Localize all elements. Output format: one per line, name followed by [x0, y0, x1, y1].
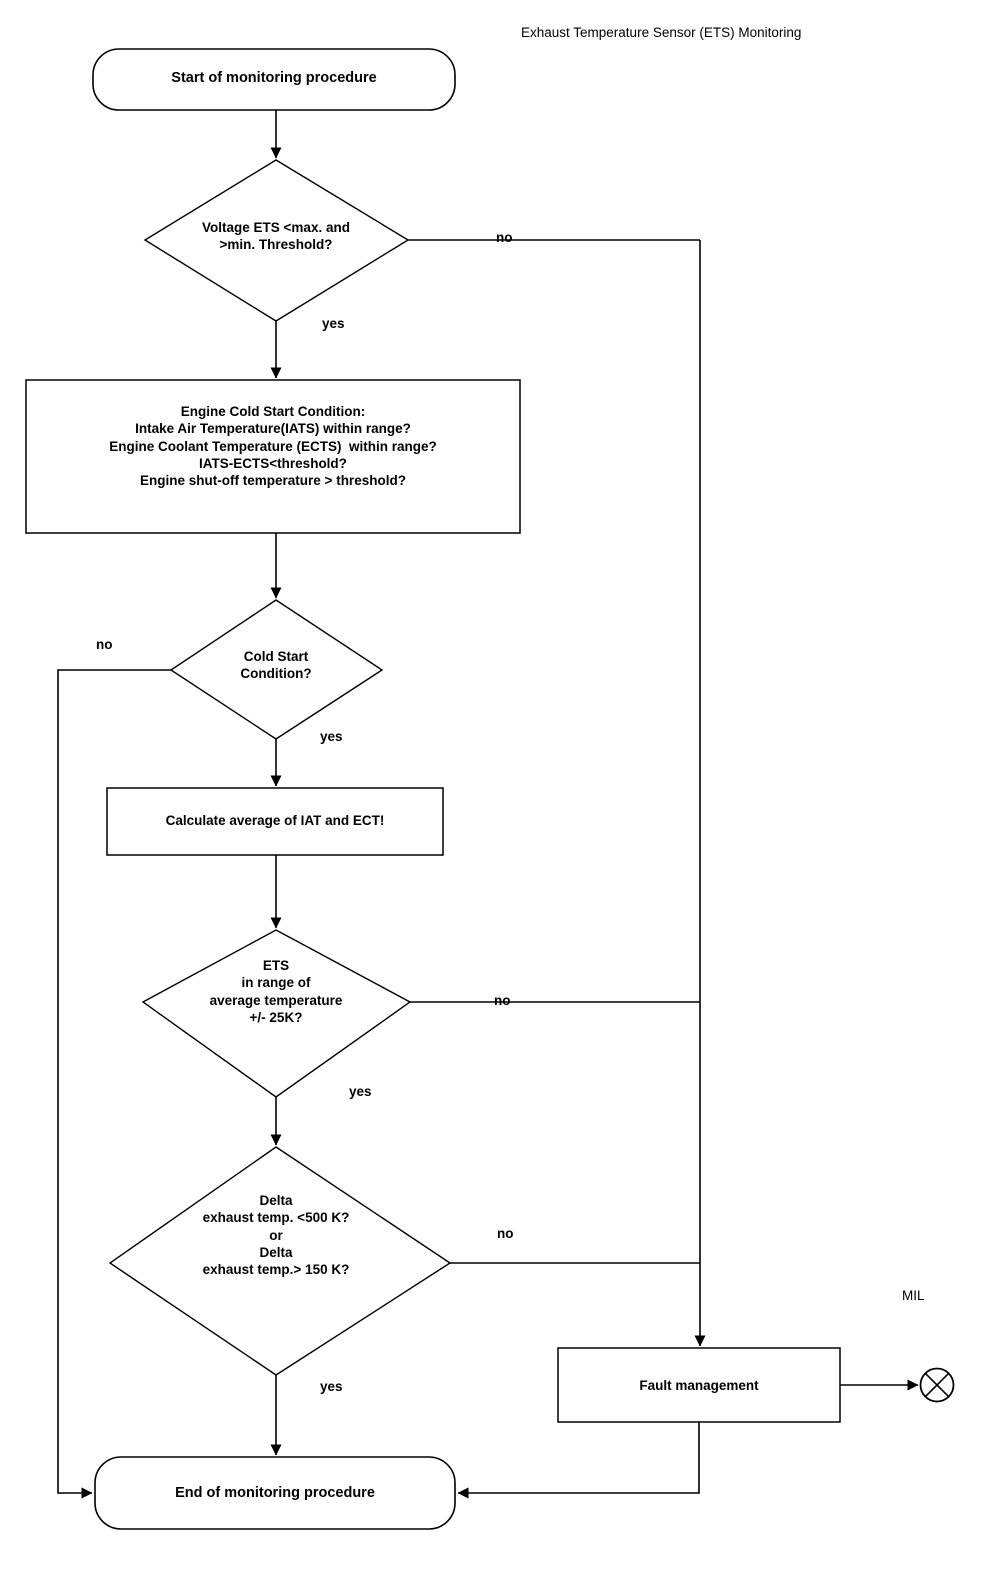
node-cold-start-box-line2: Intake Air Temperature(IATS) within rang… — [135, 421, 411, 437]
node-fault-management-shape — [557, 1347, 841, 1423]
node-cold-start-decision-line2: Condition? — [240, 666, 312, 682]
mil-indicator-icon — [919, 1367, 955, 1403]
edge-label-ets-no: no — [494, 993, 511, 1008]
edge-label-voltage-yes: yes — [322, 316, 345, 331]
node-end-shape — [94, 1456, 456, 1530]
edge-fault-to-end — [457, 1422, 700, 1499]
node-delta-check-line4: Delta — [259, 1244, 293, 1260]
node-delta-check-label: Delta exhaust temp. <500 K? or Delta exh… — [146, 1192, 406, 1278]
node-ets-range-line1: ETS — [262, 958, 290, 973]
node-ets-range-label: ETS in range of average temperature +/- … — [156, 957, 396, 1026]
node-cold-start-box-line3: Engine Coolant Temperature (ECTS) within… — [109, 438, 437, 454]
node-cold-start-box-line5: Engine shut-off temperature > threshold? — [140, 473, 406, 489]
edge-label-voltage-no: no — [496, 230, 513, 245]
edge-label-cold-start-yes: yes — [320, 729, 343, 744]
edge-cold-start-no — [57, 669, 171, 1499]
node-ets-range-line4: +/- 25K? — [249, 1009, 303, 1025]
node-voltage-check-line1: Voltage ETS <max. and — [202, 220, 350, 235]
node-cold-start-box-line1: Engine Cold Start Condition: — [180, 404, 366, 419]
node-delta-check-line1: Delta — [259, 1193, 293, 1208]
edge-label-ets-yes: yes — [349, 1084, 372, 1099]
mil-label: MIL — [902, 1288, 925, 1303]
node-delta-check-line5: exhaust temp.> 150 K? — [202, 1262, 350, 1278]
edge-label-delta-no: no — [497, 1226, 514, 1241]
node-voltage-check-label: Voltage ETS <max. and >min. Threshold? — [146, 219, 406, 254]
node-cold-start-box-shape — [25, 379, 521, 534]
node-ets-range-line2: in range of — [241, 975, 311, 991]
edge-label-cold-start-no: no — [96, 637, 113, 652]
diagram-title: Exhaust Temperature Sensor (ETS) Monitor… — [521, 25, 802, 40]
node-delta-check-line3: or — [269, 1227, 283, 1243]
node-start-shape — [92, 48, 456, 111]
node-cold-start-box-line4: IATS-ECTS<threshold? — [199, 455, 347, 471]
node-delta-check-line2: exhaust temp. <500 K? — [202, 1210, 350, 1226]
node-cold-start-decision-line1: Cold Start — [243, 649, 309, 664]
node-ets-range-line3: average temperature — [209, 992, 343, 1008]
node-cold-start-box-label: Engine Cold Start Condition: Intake Air … — [26, 403, 520, 489]
node-cold-start-decision-label: Cold Start Condition? — [196, 648, 356, 683]
edge-label-delta-yes: yes — [320, 1379, 343, 1394]
node-calculate-average-shape — [106, 787, 444, 856]
node-voltage-check-line2: >min. Threshold? — [219, 237, 333, 253]
